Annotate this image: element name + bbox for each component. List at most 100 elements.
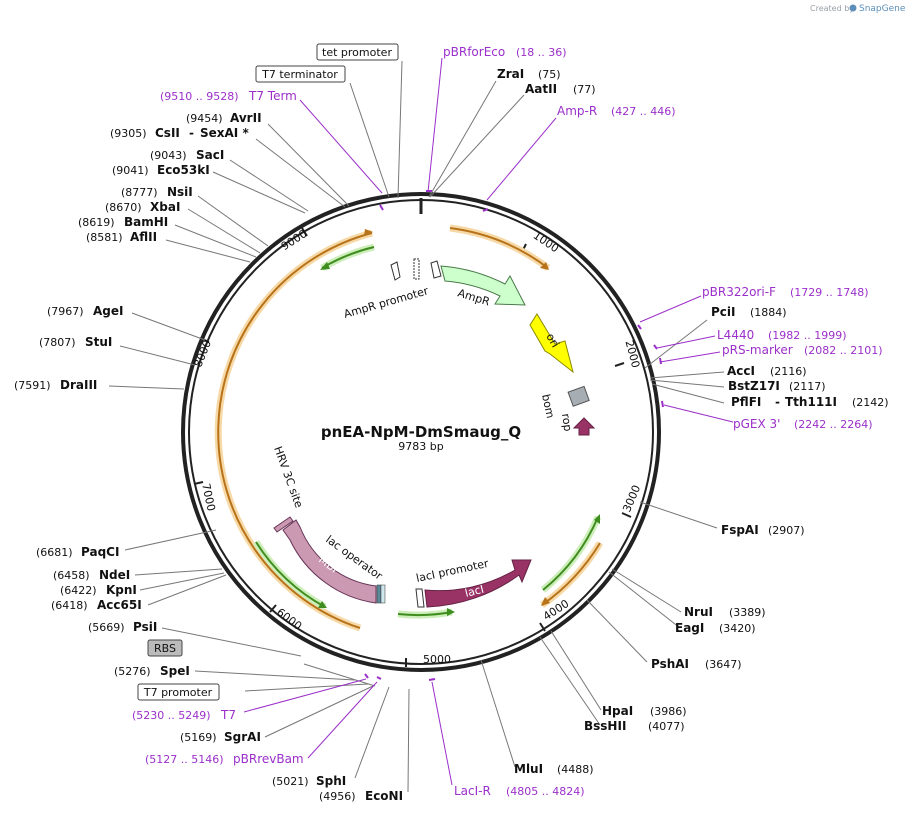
ori-label: ori (543, 331, 561, 350)
leader-line (197, 195, 269, 247)
t7-terminator-box: T7 terminator (255, 65, 346, 83)
enzyme-name: BssHII (584, 719, 626, 733)
tick-mark (301, 227, 308, 237)
enzyme-separator: - (775, 395, 780, 409)
t7-promoter-box: T7 promoter (137, 683, 220, 701)
bom-feature (567, 385, 590, 407)
leader-line (586, 599, 648, 663)
leader-line (267, 123, 350, 207)
orf-arcs (214, 224, 603, 632)
enzyme-position: (9043) (150, 149, 187, 162)
leader-line (161, 627, 302, 657)
label-box (255, 65, 346, 83)
orf-arrowhead (541, 597, 550, 606)
primer-mark (364, 673, 369, 679)
gene-arrowhead (320, 262, 330, 270)
enzyme-position: (3420) (719, 622, 756, 635)
t7-terminator-label: T7 terminator (261, 68, 338, 81)
enzyme-position: (6418) (51, 599, 88, 612)
leader-line (649, 371, 725, 379)
enzyme-name: FspAI (721, 523, 759, 537)
label-box (316, 43, 399, 61)
enzyme-name: PaqCI (81, 545, 119, 559)
primer-mark (379, 204, 384, 211)
gene-arrowhead (594, 514, 600, 524)
enzyme-name: AvrII (230, 111, 262, 125)
enzyme-position: (9305) (110, 127, 147, 140)
ampr-promoter-label: AmpR promoter (342, 284, 430, 321)
leader-line (139, 572, 225, 591)
leader-line (354, 686, 390, 779)
primer-position: (9510 .. 9528) (160, 90, 239, 103)
ampr-start-glyph (430, 260, 442, 279)
primer-leader (431, 681, 453, 786)
leader-line (124, 529, 217, 551)
leader-line (651, 383, 725, 404)
enzyme-position: (2907) (768, 524, 805, 537)
tick-label-7000: 7000 (199, 482, 218, 512)
gene-arrowhead (318, 601, 327, 608)
tick-mark (539, 622, 546, 632)
primer-name: pRS-marker (722, 343, 793, 357)
enzyme-position: (5169) (180, 731, 217, 744)
enzyme-position: (7591) (14, 379, 51, 392)
primer-position: (5230 .. 5249) (132, 709, 211, 722)
primer-mark (376, 676, 382, 680)
leader-line (212, 171, 306, 214)
gene-arc (255, 541, 326, 608)
enzyme-name: SacI (196, 148, 224, 162)
primer-position: (4805 .. 4824) (506, 785, 585, 798)
enzyme-position: (5669) (88, 621, 125, 634)
primer-position: (1729 .. 1748) (790, 286, 869, 299)
leader-line (147, 574, 227, 606)
enzyme-position: (8581) (86, 231, 123, 244)
enzyme-position: (6681) (36, 546, 73, 559)
primer-leaders (243, 57, 734, 786)
leader-line (165, 239, 251, 263)
bom-label: bom (539, 393, 557, 420)
lac-operator-feature (376, 584, 382, 604)
enzyme-name: NsiI (167, 185, 193, 199)
hrv-3c-site-feature (273, 516, 294, 533)
gene-arrowhead (447, 608, 455, 616)
primer-position: (2082 .. 2101) (804, 344, 883, 357)
primer-leader (427, 57, 443, 193)
enzyme-name: Eco53kI (157, 163, 210, 177)
enzyme-position: (8619) (78, 216, 115, 229)
tick-label-2000: 2000 (622, 339, 642, 369)
enzyme-position: (6422) (60, 584, 97, 597)
enzyme-name: SpeI (160, 664, 190, 678)
enzyme-name: Acc65I (97, 598, 142, 612)
leader-line (611, 568, 682, 613)
gene-arcs (253, 243, 602, 619)
enzyme-position: (9041) (112, 164, 149, 177)
enzyme-position: (2116) (770, 365, 807, 378)
tick-label-5000: 5000 (423, 653, 451, 666)
enzyme-position: (2117) (789, 380, 826, 393)
primer-name: T7 Term (248, 89, 297, 103)
snapgene-credit: Created by SnapGene (810, 4, 906, 14)
enzyme-name: PsiI (133, 620, 157, 634)
primer-position: (427 .. 446) (611, 105, 676, 118)
leader-line (244, 683, 369, 692)
orf-arrowhead (364, 229, 373, 236)
laci-promoter-label: lacI promoter (415, 557, 490, 585)
credit-prefix: Created by (810, 4, 854, 13)
leader-line (407, 688, 410, 793)
leader-line (108, 385, 185, 390)
primer-name: pBRrevBam (233, 752, 304, 766)
primer-mark (661, 400, 664, 408)
enzyme-position: (4956) (319, 790, 356, 803)
enzyme-position: (2142) (852, 396, 889, 409)
primer-mark (637, 324, 642, 330)
gene-arc (542, 516, 599, 591)
enzyme-name: MluI (514, 762, 543, 776)
credit-brand: SnapGene (859, 4, 906, 14)
enzyme-position: (7807) (39, 336, 76, 349)
enzyme-position: (4488) (557, 763, 594, 776)
primer-name: pBR322ori-F (702, 285, 776, 299)
backbone-outer (181, 192, 661, 672)
enzyme-name: DraIII (60, 378, 97, 392)
enzyme-name: StuI (85, 335, 112, 349)
primer-leader (659, 351, 721, 363)
